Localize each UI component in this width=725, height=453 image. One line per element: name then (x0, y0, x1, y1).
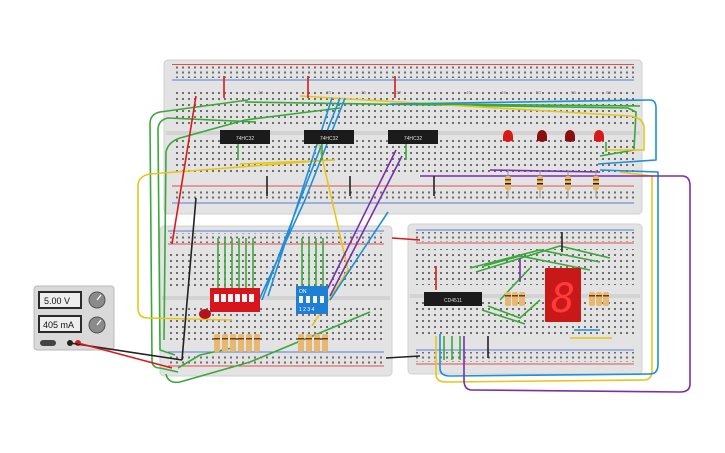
chip-label: CD4511 (444, 298, 462, 304)
led-red[interactable] (503, 130, 513, 142)
bottom-left-breadboard (159, 225, 393, 377)
wire-red[interactable] (77, 342, 173, 369)
wire-yellow[interactable] (137, 159, 331, 321)
seven-segment-display[interactable]: 8 (545, 268, 581, 322)
chip-74hc32-1[interactable]: 74HC32 (220, 130, 270, 144)
wire-green[interactable] (163, 107, 341, 341)
wire-blue[interactable] (439, 169, 659, 377)
wire-green[interactable] (165, 311, 371, 384)
wire-yellow[interactable] (239, 159, 336, 165)
led-small[interactable] (199, 309, 211, 319)
chip-label: 74HC32 (236, 136, 255, 142)
dip-positions: 1 2 3 4 (299, 307, 315, 313)
column-number: 20 (326, 90, 332, 95)
wire-green[interactable] (177, 347, 233, 369)
wire-green[interactable] (157, 117, 257, 356)
chip-cd4511[interactable]: CD4511 (424, 292, 482, 306)
wires-outer (137, 95, 691, 393)
column-number: 40 (466, 90, 472, 95)
column-number: 25 (361, 90, 367, 95)
dip-switch-red[interactable] (210, 288, 260, 312)
wire-green[interactable] (244, 101, 637, 157)
resistors-top (505, 170, 599, 198)
wire-yellow[interactable] (435, 171, 653, 383)
chip-label: 74HC32 (404, 136, 423, 142)
resistor[interactable] (505, 170, 511, 198)
column-number: 45 (501, 90, 507, 95)
resistor[interactable] (537, 170, 543, 198)
resistor[interactable] (565, 170, 571, 198)
dip-on-label: ON (299, 289, 307, 295)
wire-black[interactable] (385, 355, 421, 359)
dip-switch-blue[interactable]: ON 1 2 3 4 (296, 286, 328, 314)
jumpers-decoder-power (435, 232, 612, 358)
power-leads (69, 342, 183, 369)
jumpers-dip-red (217, 238, 254, 290)
resistors-bottom-left (214, 334, 328, 352)
wire-black[interactable] (181, 197, 197, 361)
resistors-bottom-right (505, 292, 609, 306)
wire-yellow[interactable] (299, 95, 645, 151)
wire-blue[interactable] (389, 99, 657, 165)
column-number: 30 (396, 90, 402, 95)
jumpers-decoder (443, 245, 611, 360)
seven-segment-digit: 8 (551, 276, 575, 322)
column-number: 60 (606, 90, 612, 95)
jumpers-dip-blue (301, 238, 324, 290)
wire-purple[interactable] (321, 149, 397, 301)
resistor[interactable] (593, 170, 599, 198)
wire-purple[interactable] (329, 155, 403, 297)
column-number: 10 (258, 90, 264, 95)
chip-label: 74HC32 (320, 136, 339, 142)
wire-blue[interactable] (329, 211, 389, 301)
power-toggle[interactable] (40, 340, 56, 346)
current-readout: 405 mA (43, 320, 74, 330)
wire-green[interactable] (149, 99, 249, 373)
led-red[interactable] (594, 130, 604, 142)
led-row (503, 130, 604, 142)
led-red[interactable] (537, 130, 547, 142)
column-number: 50 (536, 90, 542, 95)
column-number: 55 (571, 90, 577, 95)
wire-red[interactable] (171, 95, 197, 245)
led-red[interactable] (565, 130, 575, 142)
chip-74hc32-2[interactable]: 74HC32 (304, 130, 354, 144)
wire-red[interactable] (391, 237, 421, 241)
wire-purple[interactable] (420, 175, 691, 393)
current-knob[interactable] (88, 316, 106, 334)
power-supply[interactable]: 5.00 V 405 mA (33, 285, 115, 351)
voltage-knob[interactable] (88, 291, 106, 309)
voltage-readout: 5.00 V (44, 296, 70, 306)
chip-74hc32-3[interactable]: 74HC32 (388, 130, 438, 144)
